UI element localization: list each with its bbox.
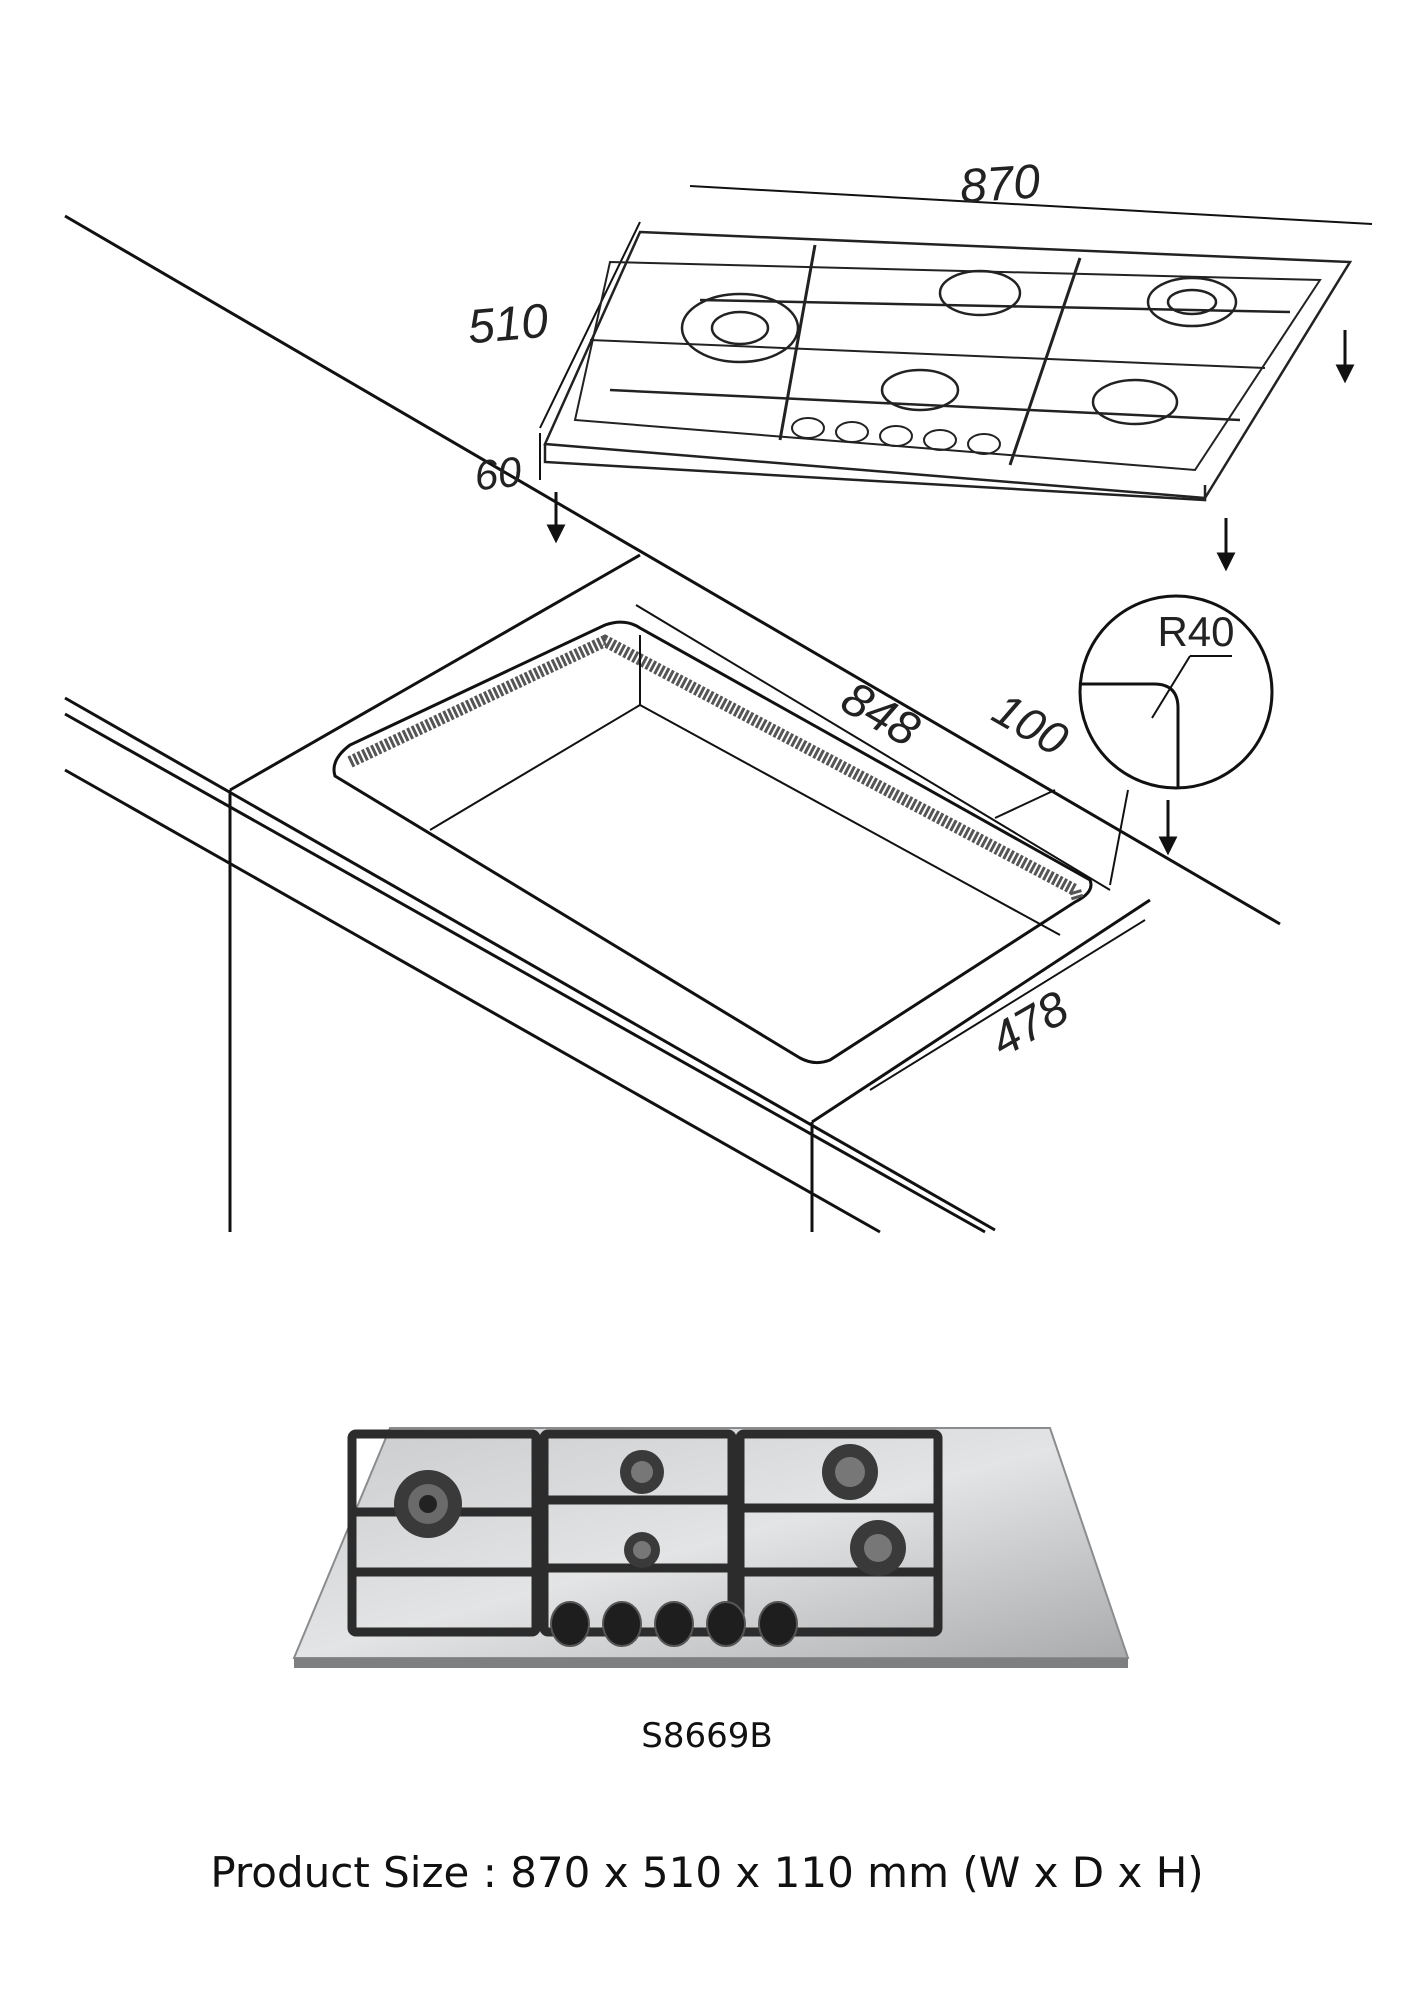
down-arrow-icon	[1158, 800, 1178, 856]
radius-detail	[1078, 594, 1274, 790]
installation-diagram: 870 510 60 848 100 478 R40	[64, 155, 1373, 1234]
dimension-label-depth: 510	[466, 295, 551, 355]
arrow-icons	[546, 330, 1355, 856]
burner-icon	[620, 1450, 664, 1494]
dimension-label-radius: R40	[1157, 608, 1234, 655]
down-arrow-icon	[1216, 518, 1236, 572]
knob-icon	[758, 1601, 798, 1647]
control-knobs	[550, 1601, 798, 1647]
cutout	[332, 620, 1093, 1065]
knob-icon	[602, 1601, 642, 1647]
burner-icon	[394, 1470, 462, 1538]
burner-icon	[624, 1532, 660, 1568]
dimension-label-cutout-depth: 478	[982, 981, 1078, 1067]
down-arrow-icon	[1335, 330, 1355, 384]
dimension-label-clearance: 100	[984, 682, 1077, 766]
burner-icon	[850, 1520, 906, 1576]
product-photo	[292, 1427, 1130, 1668]
knob-icon	[550, 1601, 590, 1647]
knob-icon	[706, 1601, 746, 1647]
countertop	[64, 214, 1281, 1234]
product-size: Product Size : 870 x 510 x 110 mm (W x D…	[210, 1848, 1204, 1897]
hob-drawing	[543, 230, 1353, 502]
dimension-label-width: 870	[958, 155, 1042, 213]
burner-icon	[822, 1444, 878, 1500]
knob-icon	[654, 1601, 694, 1647]
knob-row	[791, 417, 1001, 455]
hob-body	[292, 1427, 1130, 1668]
burners	[394, 1444, 906, 1576]
dimension-label-height: 60	[472, 448, 524, 500]
model-name: S8669B	[641, 1716, 773, 1756]
dimension-lines	[539, 185, 1373, 1091]
down-arrow-icon	[546, 492, 566, 544]
